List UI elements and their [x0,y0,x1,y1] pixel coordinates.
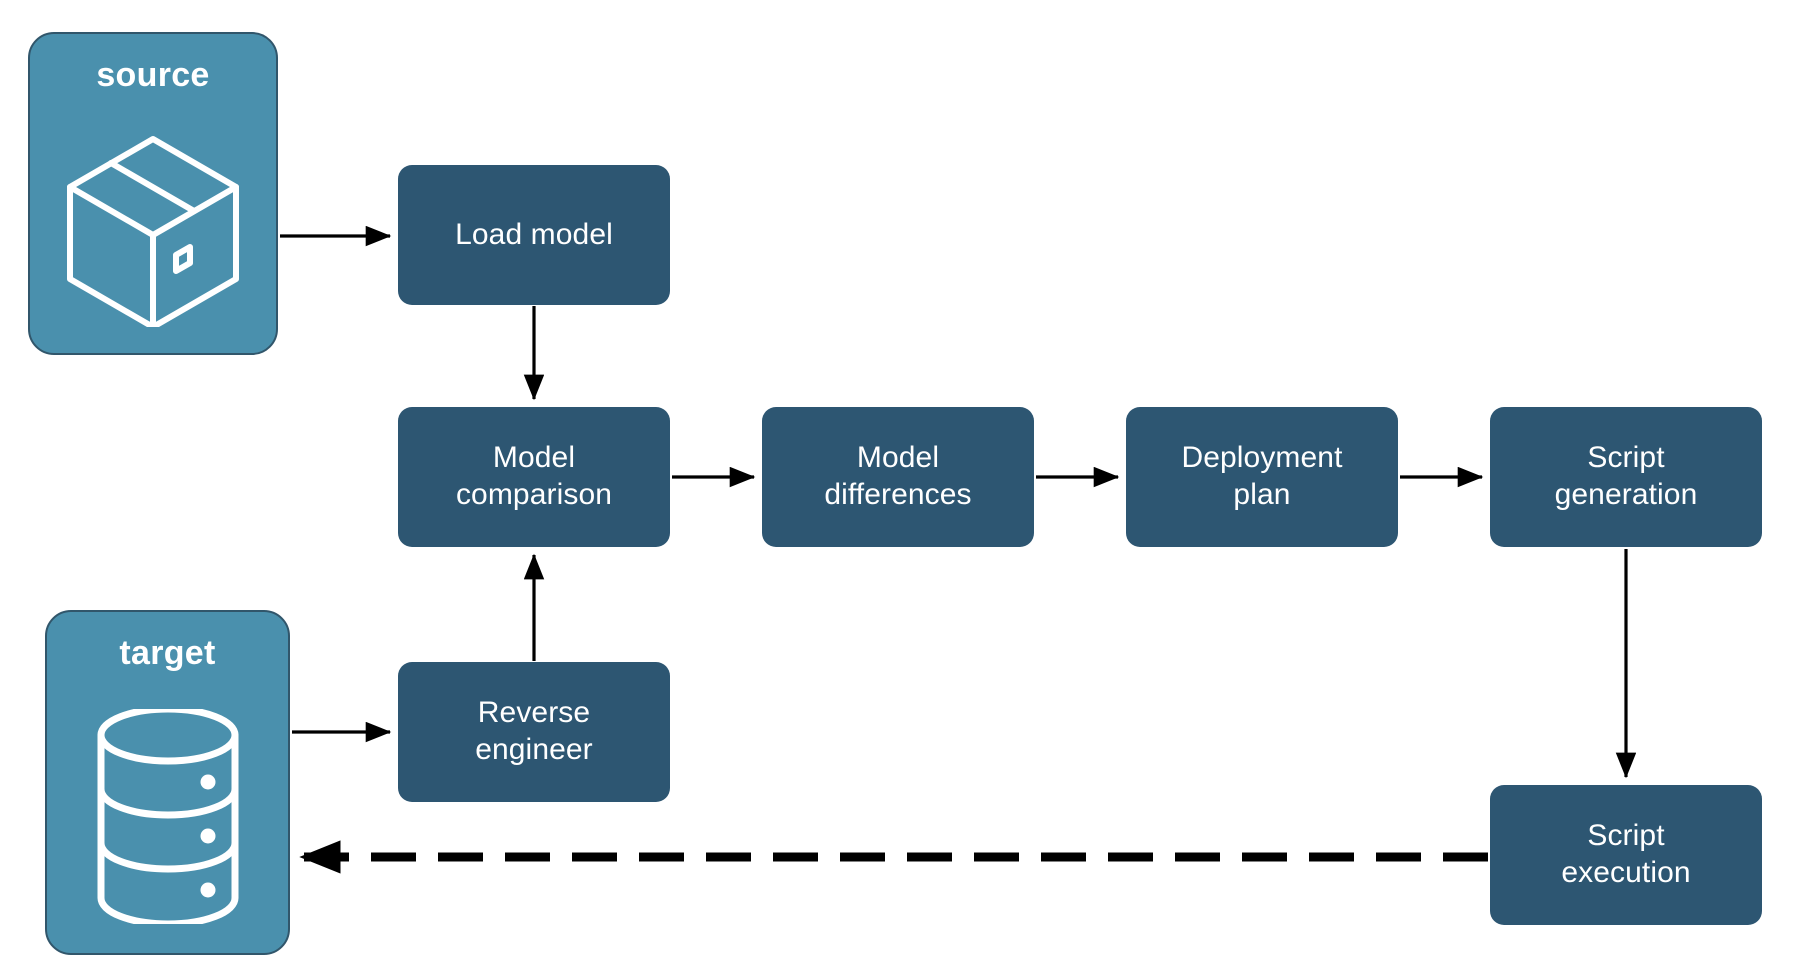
process-load-model[interactable]: Load model [398,165,670,305]
endpoint-source-label: source [96,56,210,94]
process-deployment-plan-label: Deployment plan [1181,441,1343,511]
process-model-comparison[interactable]: Model comparison [398,407,670,547]
process-model-comparison-label: Model comparison [455,441,613,511]
process-model-differences[interactable]: Model differences [762,407,1034,547]
process-reverse-engineer-label: Reverse engineer [475,696,593,766]
database-cylinder-icon [47,679,288,953]
endpoint-target[interactable]: target [45,610,290,955]
process-reverse-engineer[interactable]: Reverse engineer [398,662,670,802]
process-script-generation[interactable]: Script generation [1490,407,1762,547]
process-script-execution-label: Script execution [1561,819,1691,889]
process-script-generation-label: Script generation [1554,441,1698,511]
endpoint-target-label: target [119,634,216,672]
process-load-model-label: Load model [455,217,613,251]
process-model-differences-label: Model differences [824,441,972,511]
package-box-icon [30,101,276,353]
endpoint-source[interactable]: source [28,32,278,355]
process-deployment-plan[interactable]: Deployment plan [1126,407,1398,547]
process-script-execution[interactable]: Script execution [1490,785,1762,925]
